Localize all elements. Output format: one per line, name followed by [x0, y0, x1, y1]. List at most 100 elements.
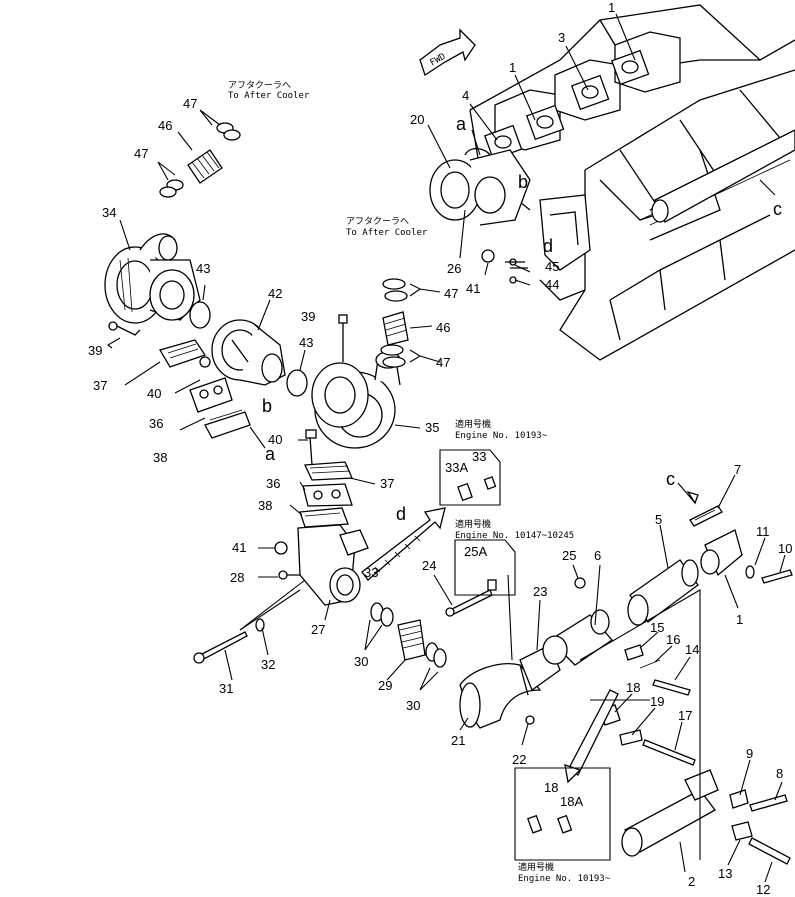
callout-7: 7	[734, 462, 741, 477]
o-ring-43-upper	[189, 301, 211, 329]
callout-3: 3	[558, 30, 565, 45]
letter-a-lower: a	[265, 444, 276, 464]
adapter-42	[211, 319, 286, 386]
callout-30-a: 30	[354, 654, 368, 669]
callout-39-a: 39	[301, 309, 315, 324]
bolt-24	[449, 589, 493, 616]
bolt-14	[652, 679, 691, 696]
callout-33-main: 33	[364, 565, 378, 580]
callout-37-a: 37	[93, 378, 107, 393]
o-ring-43-middle	[286, 369, 308, 397]
bushing-9	[729, 789, 749, 809]
gasket-7	[689, 505, 723, 527]
callout-21: 21	[451, 733, 465, 748]
callout-19: 19	[650, 694, 664, 709]
callout-34: 34	[102, 205, 116, 220]
applicability-box-25	[454, 539, 516, 596]
bolt-39-left	[114, 324, 141, 336]
callout-1-mid: 1	[509, 60, 516, 75]
callout-47-b: 47	[134, 146, 148, 161]
pipe-2	[621, 769, 719, 857]
pipe-5	[627, 559, 699, 626]
callout-46-a: 46	[158, 118, 172, 133]
engine-block	[429, 4, 795, 361]
elbow-pipe-21	[459, 663, 542, 729]
callout-37-b: 37	[380, 476, 394, 491]
turbocharger-middle	[311, 351, 401, 449]
mounted-turbocharger	[429, 147, 531, 226]
callout-41-b: 41	[232, 540, 246, 555]
callout-15: 15	[650, 620, 664, 635]
callout-24: 24	[422, 558, 436, 573]
callout-36-a: 36	[149, 416, 163, 431]
callout-18: 18	[626, 680, 640, 695]
note-engine-10193-a: Engine No. 10193~	[455, 431, 548, 441]
callout-46-b: 46	[436, 320, 450, 335]
note-jp-applicable-2: 適用号機	[455, 518, 491, 530]
applicability-box-18	[514, 767, 611, 861]
annotations: アフタクーラへ To After Cooler アフタクーラへ To After…	[88, 0, 792, 897]
fwd-arrow-icon: FWD	[419, 28, 476, 77]
callout-26: 26	[447, 261, 461, 276]
manifold-gaskets	[483, 49, 650, 161]
note-to-aftercooler-upper: To After Cooler	[228, 91, 310, 101]
hose-upper-left	[159, 122, 241, 198]
callout-11: 11	[756, 524, 770, 539]
callout-9: 9	[746, 746, 753, 761]
washer-11	[745, 565, 755, 579]
callout-23: 23	[533, 584, 547, 599]
letter-a-upper: a	[456, 114, 467, 134]
callout-41-top: 41	[466, 281, 480, 296]
callout-8: 8	[776, 766, 783, 781]
callout-38-a: 38	[153, 450, 167, 465]
applicability-box-33	[439, 449, 501, 506]
callout-29: 29	[378, 678, 392, 693]
callout-47-a: 47	[183, 96, 197, 111]
gasket-stack-middle	[299, 461, 353, 528]
turbocharger-left	[104, 233, 201, 324]
callout-1-right: 1	[736, 612, 743, 627]
callout-43-b: 43	[299, 335, 313, 350]
letter-c-lower: c	[666, 469, 675, 489]
letter-b-upper: b	[518, 172, 528, 192]
bushing-13	[731, 821, 753, 841]
note-jp-applicable-1: 適用号機	[455, 418, 491, 430]
callout-47-c: 47	[444, 286, 458, 301]
exhaust-elbow-27	[297, 524, 369, 606]
callout-40-b: 40	[268, 432, 282, 447]
note-jp-to-aftercooler-middle: アフタクーラへ	[346, 216, 409, 227]
note-jp-applicable-3: 適用号機	[518, 861, 554, 873]
letter-d-upper: d	[543, 236, 553, 256]
callout-13: 13	[718, 866, 732, 881]
bolt-12	[748, 837, 791, 865]
callout-38-b: 38	[258, 498, 272, 513]
callout-33-box: 33	[472, 449, 486, 464]
callout-25A-box: 25A	[464, 544, 487, 559]
callout-4: 4	[462, 88, 469, 103]
clip-16	[639, 659, 661, 669]
nut-41	[274, 541, 288, 555]
letter-d-lower: d	[396, 504, 406, 524]
callout-14: 14	[685, 642, 699, 657]
callout-27: 27	[311, 622, 325, 637]
callout-36-b: 36	[266, 476, 280, 491]
callout-28: 28	[230, 570, 244, 585]
bracket-19	[619, 729, 643, 746]
plug-25	[574, 577, 586, 589]
letter-b-lower: b	[262, 396, 272, 416]
callout-10: 10	[778, 541, 792, 556]
arrow-d-icon	[361, 507, 446, 581]
callout-12: 12	[756, 882, 770, 897]
callout-22: 22	[512, 752, 526, 767]
callout-45: 45	[545, 259, 559, 274]
callout-40-a: 40	[147, 386, 161, 401]
callout-6: 6	[594, 548, 601, 563]
plug-22	[525, 715, 535, 725]
callout-20: 20	[410, 112, 424, 127]
callout-30-b: 30	[406, 698, 420, 713]
bolt-10	[761, 569, 793, 584]
bushing-15	[624, 644, 644, 661]
callout-43-a: 43	[196, 261, 210, 276]
connector-6	[542, 609, 613, 666]
